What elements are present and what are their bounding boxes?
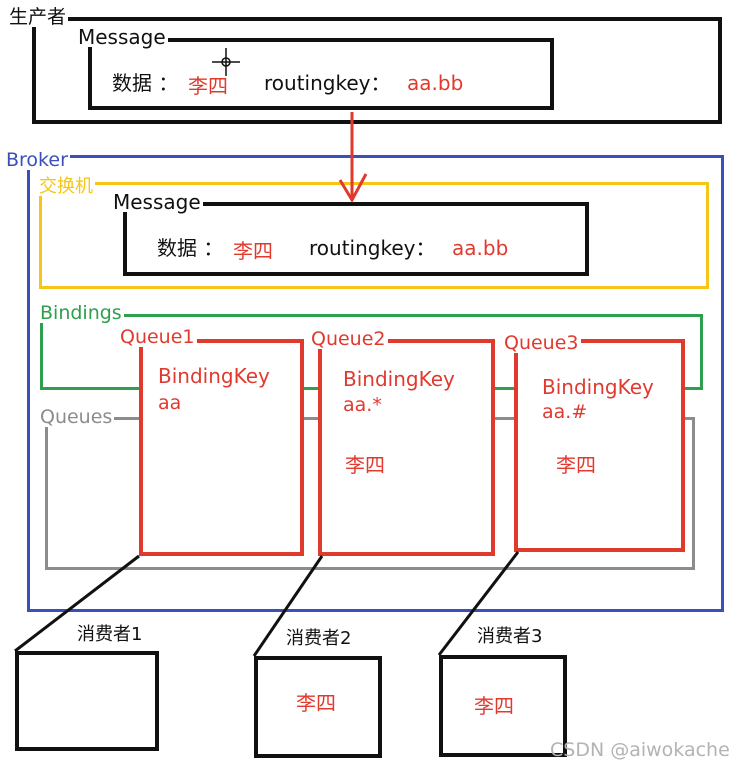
queue-2-binding-key: aa.*	[343, 394, 382, 416]
queue-3-box	[514, 339, 685, 552]
exchange-message-title: Message	[111, 190, 203, 214]
bindings-label: Bindings	[38, 302, 124, 324]
consumer-2-content: 李四	[296, 691, 336, 715]
queue-2-binding-label: BindingKey	[343, 367, 455, 391]
producer-data-label: 数据 ：	[112, 71, 179, 95]
watermark: CSDN @aiwokache	[550, 739, 730, 761]
producer-routingkey-value: aa.bb	[407, 71, 464, 95]
consumer-1-label: 消费者1	[77, 624, 143, 645]
producer-box	[32, 17, 722, 124]
exchange-data-value: 李四	[233, 239, 273, 263]
queue-3-content: 李四	[556, 453, 596, 477]
exchange-routingkey-value: aa.bb	[452, 236, 509, 260]
queue-3-binding-label: BindingKey	[542, 375, 654, 399]
broker-box	[27, 155, 724, 612]
exchange-routingkey-label: routingkey：	[309, 236, 436, 260]
queue-1-box	[139, 339, 304, 556]
consumer-3-label: 消费者3	[477, 626, 543, 647]
queue-1-binding-key: aa	[158, 392, 182, 414]
producer-routingkey-label: routingkey：	[264, 71, 391, 95]
queue-2-box	[318, 339, 495, 556]
exchange-label: 交换机	[37, 176, 95, 197]
broker-label: Broker	[4, 149, 70, 171]
queue-3-name: Queue3	[502, 332, 581, 354]
consumer-3-content: 李四	[474, 694, 514, 718]
queue-2-content: 李四	[345, 453, 385, 477]
exchange-data-label: 数据 ：	[157, 236, 224, 260]
queue-1-binding-label: BindingKey	[158, 364, 270, 388]
consumer-2-label: 消费者2	[286, 628, 352, 649]
queue-2-name: Queue2	[309, 328, 388, 350]
consumer-2-box	[254, 656, 382, 758]
producer-message-title: Message	[76, 25, 168, 49]
queue-1-name: Queue1	[118, 326, 197, 348]
queues-label: Queues	[38, 406, 115, 428]
queue-3-binding-key: aa.#	[542, 401, 588, 423]
exchange-box	[39, 182, 709, 289]
consumer-1-box	[15, 651, 159, 751]
exchange-message-box	[123, 202, 589, 276]
consumer-3-box	[439, 655, 567, 757]
producer-message-box	[88, 38, 554, 110]
producer-data-value: 李四	[188, 74, 228, 98]
producer-label: 生产者	[7, 6, 69, 28]
